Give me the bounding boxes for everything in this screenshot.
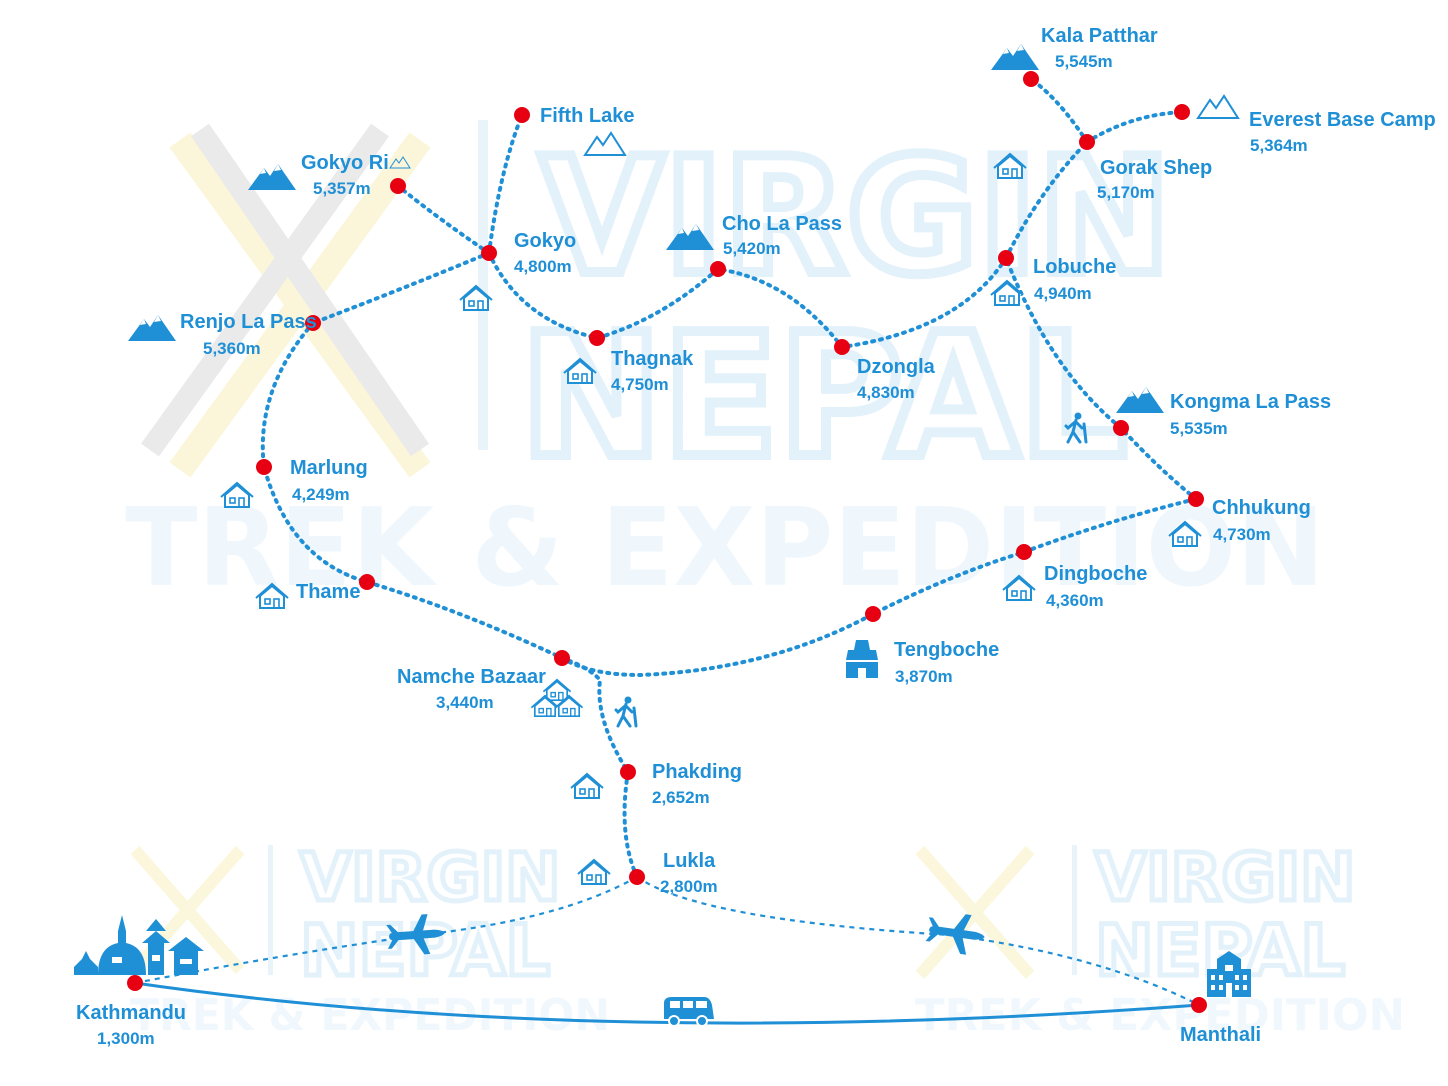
stop-name: Lukla	[663, 850, 716, 872]
stop-marker-gokyori	[390, 178, 406, 194]
stop-marker-kongma	[1113, 420, 1129, 436]
hiker-icon	[614, 695, 638, 728]
stop-marker-kathmandu	[127, 975, 143, 991]
stop-name: Chhukung	[1212, 497, 1311, 519]
stop-altitude: 5,360m	[203, 339, 261, 358]
watermark-bottom-right: VIRGIN NEPAL TREK & EXPEDITION	[915, 837, 1405, 1042]
stop-name: Lobuche	[1033, 256, 1116, 278]
stop-marker-manthali	[1191, 997, 1207, 1013]
temple-icon	[74, 915, 204, 975]
stop-name: Cho La Pass	[722, 213, 842, 235]
stop-marker-dzongla	[834, 339, 850, 355]
stop-name: Gorak Shep	[1100, 157, 1212, 179]
stop-marker-chola	[710, 261, 726, 277]
stop-marker-ebc	[1174, 104, 1190, 120]
stop-altitude: 3,440m	[436, 693, 494, 712]
stop-name: Renjo La Pass	[180, 311, 317, 333]
stop-name: Manthali	[1180, 1024, 1261, 1046]
stop-altitude: 4,830m	[857, 383, 915, 402]
stop-name: Phakding	[652, 761, 742, 783]
stop-name: Dzongla	[857, 356, 936, 378]
stop-altitude: 5,545m	[1055, 52, 1113, 71]
mountain-icon	[1197, 95, 1239, 119]
stop-altitude: 4,360m	[1046, 591, 1104, 610]
svg-text:VIRGIN: VIRGIN	[300, 839, 560, 916]
stop-name: Gokyo Ri	[301, 152, 389, 174]
stop-labels: Kathmandu 1,300m Manthali Lukla 2,800m P…	[76, 25, 1436, 1048]
stop-altitude: 4,940m	[1034, 284, 1092, 303]
stop-altitude: 2,800m	[660, 877, 718, 896]
stop-marker-lobuche	[998, 250, 1014, 266]
stop-marker-kalapatthar	[1023, 71, 1039, 87]
stop-marker-phakding	[620, 764, 636, 780]
stop-name: Gokyo	[514, 230, 576, 252]
stop-markers	[127, 71, 1207, 1013]
stop-altitude: 4,249m	[292, 485, 350, 504]
stop-marker-renjo	[305, 315, 321, 331]
mountain-icon	[248, 164, 296, 190]
stop-marker-thagnak	[589, 330, 605, 346]
stop-altitude: 4,750m	[611, 375, 669, 394]
stop-name: Fifth Lake	[540, 105, 634, 127]
stop-name: Kathmandu	[76, 1002, 186, 1024]
stop-altitude: 4,730m	[1213, 525, 1271, 544]
stop-name: Kala Patthar	[1041, 25, 1158, 47]
svg-text:TREK & EXPEDITION: TREK & EXPEDITION	[915, 990, 1405, 1041]
stop-name: Kongma La Pass	[1170, 391, 1331, 413]
building-icon	[1207, 951, 1251, 997]
stop-name: Everest Base Camp	[1249, 109, 1436, 131]
road-route	[134, 981, 1200, 1025]
stop-name: Namche Bazaar	[397, 666, 546, 688]
svg-text:VIRGIN: VIRGIN	[1095, 839, 1355, 916]
stop-marker-tengboche	[865, 606, 881, 622]
stop-marker-gokyo	[481, 245, 497, 261]
stop-marker-fifthlake	[514, 107, 530, 123]
stupa-icon	[846, 632, 878, 678]
stop-altitude: 5,535m	[1170, 419, 1228, 438]
stop-name: Tengboche	[894, 639, 999, 661]
mountain-icon	[128, 315, 176, 341]
house-icon	[570, 773, 604, 799]
stop-marker-thame	[359, 574, 375, 590]
stop-marker-gorakshep	[1079, 134, 1095, 150]
stop-name: Marlung	[290, 457, 368, 479]
stop-marker-chhukung	[1188, 491, 1204, 507]
van-icon	[664, 997, 714, 1027]
stop-name: Thagnak	[611, 348, 694, 370]
house-icon	[577, 859, 611, 885]
mountain-icon	[991, 44, 1039, 70]
stop-name: Dingboche	[1044, 563, 1147, 585]
watermark-main: VIRGIN NEPAL TREK & EXPEDITION	[125, 118, 1325, 611]
watermark-line1: VIRGIN	[540, 123, 1171, 310]
stop-altitude: 5,357m	[313, 179, 371, 198]
stop-marker-lukla	[629, 869, 645, 885]
flight-routes	[134, 876, 1200, 1006]
stop-altitude: 5,364m	[1250, 136, 1308, 155]
stop-marker-dingboche	[1016, 544, 1032, 560]
stop-name: Thame	[296, 581, 360, 603]
stop-altitude: 5,420m	[723, 239, 781, 258]
stop-altitude: 3,870m	[895, 667, 953, 686]
stop-marker-namche	[554, 650, 570, 666]
stop-altitude: 1,300m	[97, 1029, 155, 1048]
svg-text:TREK & EXPEDITION: TREK & EXPEDITION	[130, 990, 610, 1041]
stop-altitude: 5,170m	[1097, 183, 1155, 202]
stop-altitude: 2,652m	[652, 788, 710, 807]
stop-marker-marlung	[256, 459, 272, 475]
watermark-bottom-left: VIRGIN NEPAL TREK & EXPEDITION	[130, 837, 610, 1042]
watermark-line3: TREK & EXPEDITION	[125, 486, 1325, 611]
stop-altitude: 4,800m	[514, 257, 572, 276]
